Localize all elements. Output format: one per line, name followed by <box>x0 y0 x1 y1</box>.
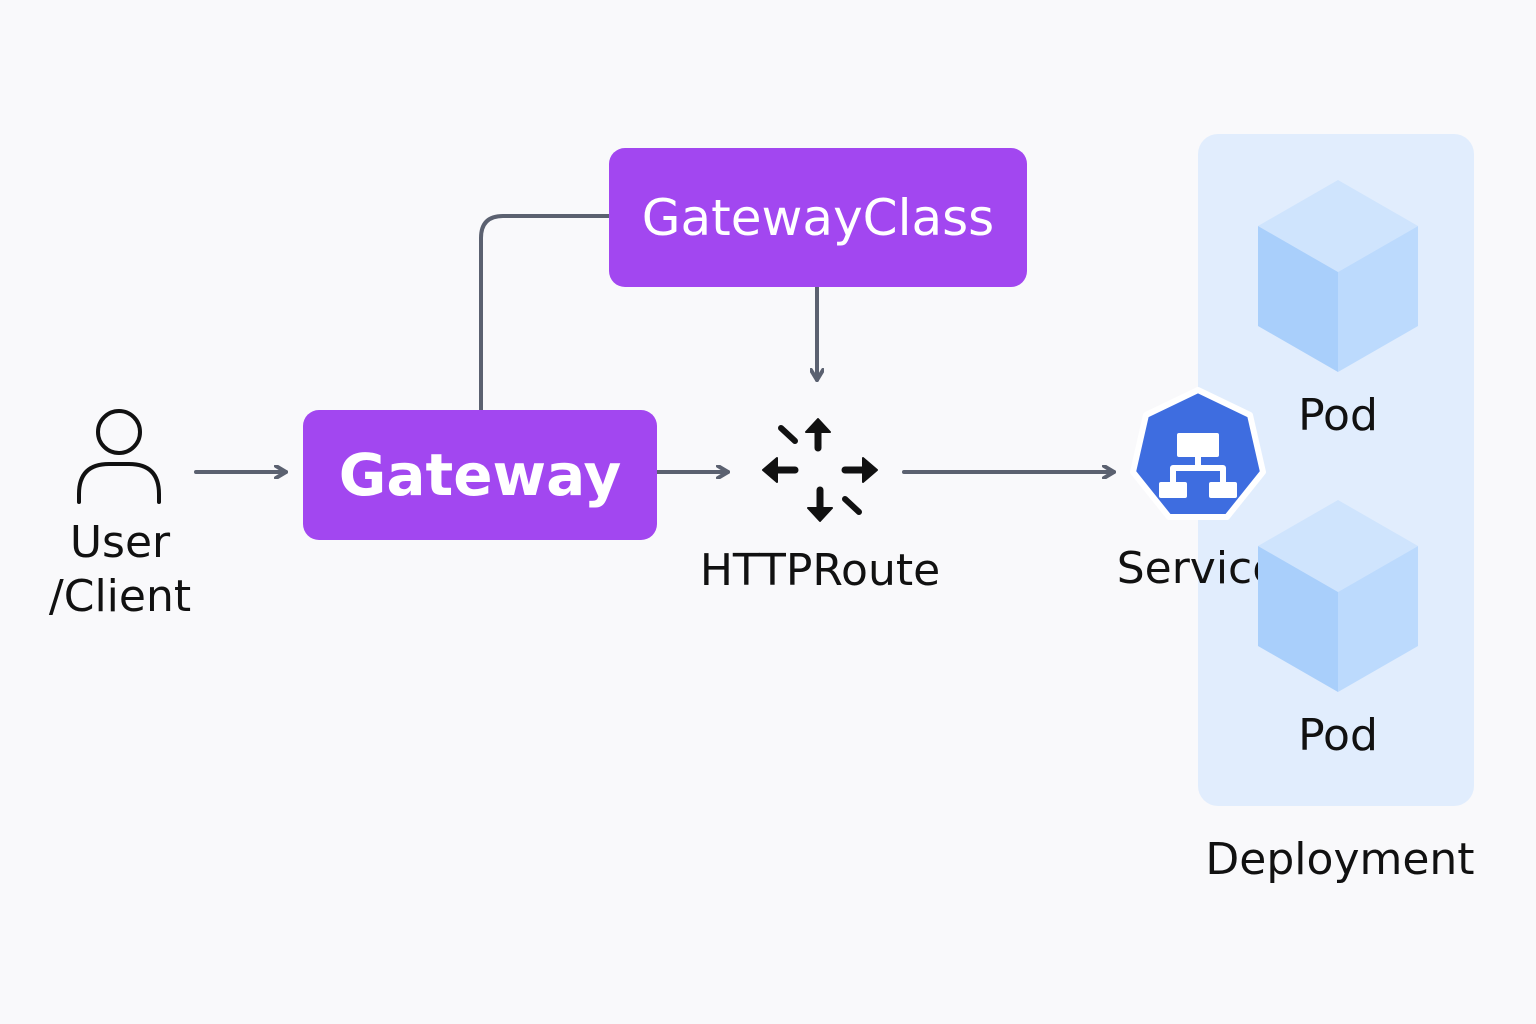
user-icon <box>77 409 161 504</box>
gateway-box[interactable]: Gateway <box>303 410 657 540</box>
connector-gateway-to-gatewayclass <box>479 214 609 410</box>
httproute-label: HTTPRoute <box>699 545 941 596</box>
pod-label: Pod <box>1298 710 1378 761</box>
gateway-label: Gateway <box>338 441 622 509</box>
pod-label: Pod <box>1298 390 1378 441</box>
user-label-line1: User <box>69 517 171 568</box>
user-label: User /Client <box>30 516 210 624</box>
cube-icon <box>1258 180 1418 372</box>
deployment-label: Deployment <box>1205 834 1475 885</box>
gatewayclass-box[interactable]: GatewayClass <box>609 148 1027 287</box>
gatewayclass-label: GatewayClass <box>641 188 995 247</box>
service-label: Service <box>1116 543 1280 594</box>
route-arrows-icon <box>762 418 878 522</box>
user-label-line2: /Client <box>48 571 192 622</box>
cube-icon <box>1258 500 1418 692</box>
kubernetes-service-icon[interactable] <box>1126 386 1270 536</box>
